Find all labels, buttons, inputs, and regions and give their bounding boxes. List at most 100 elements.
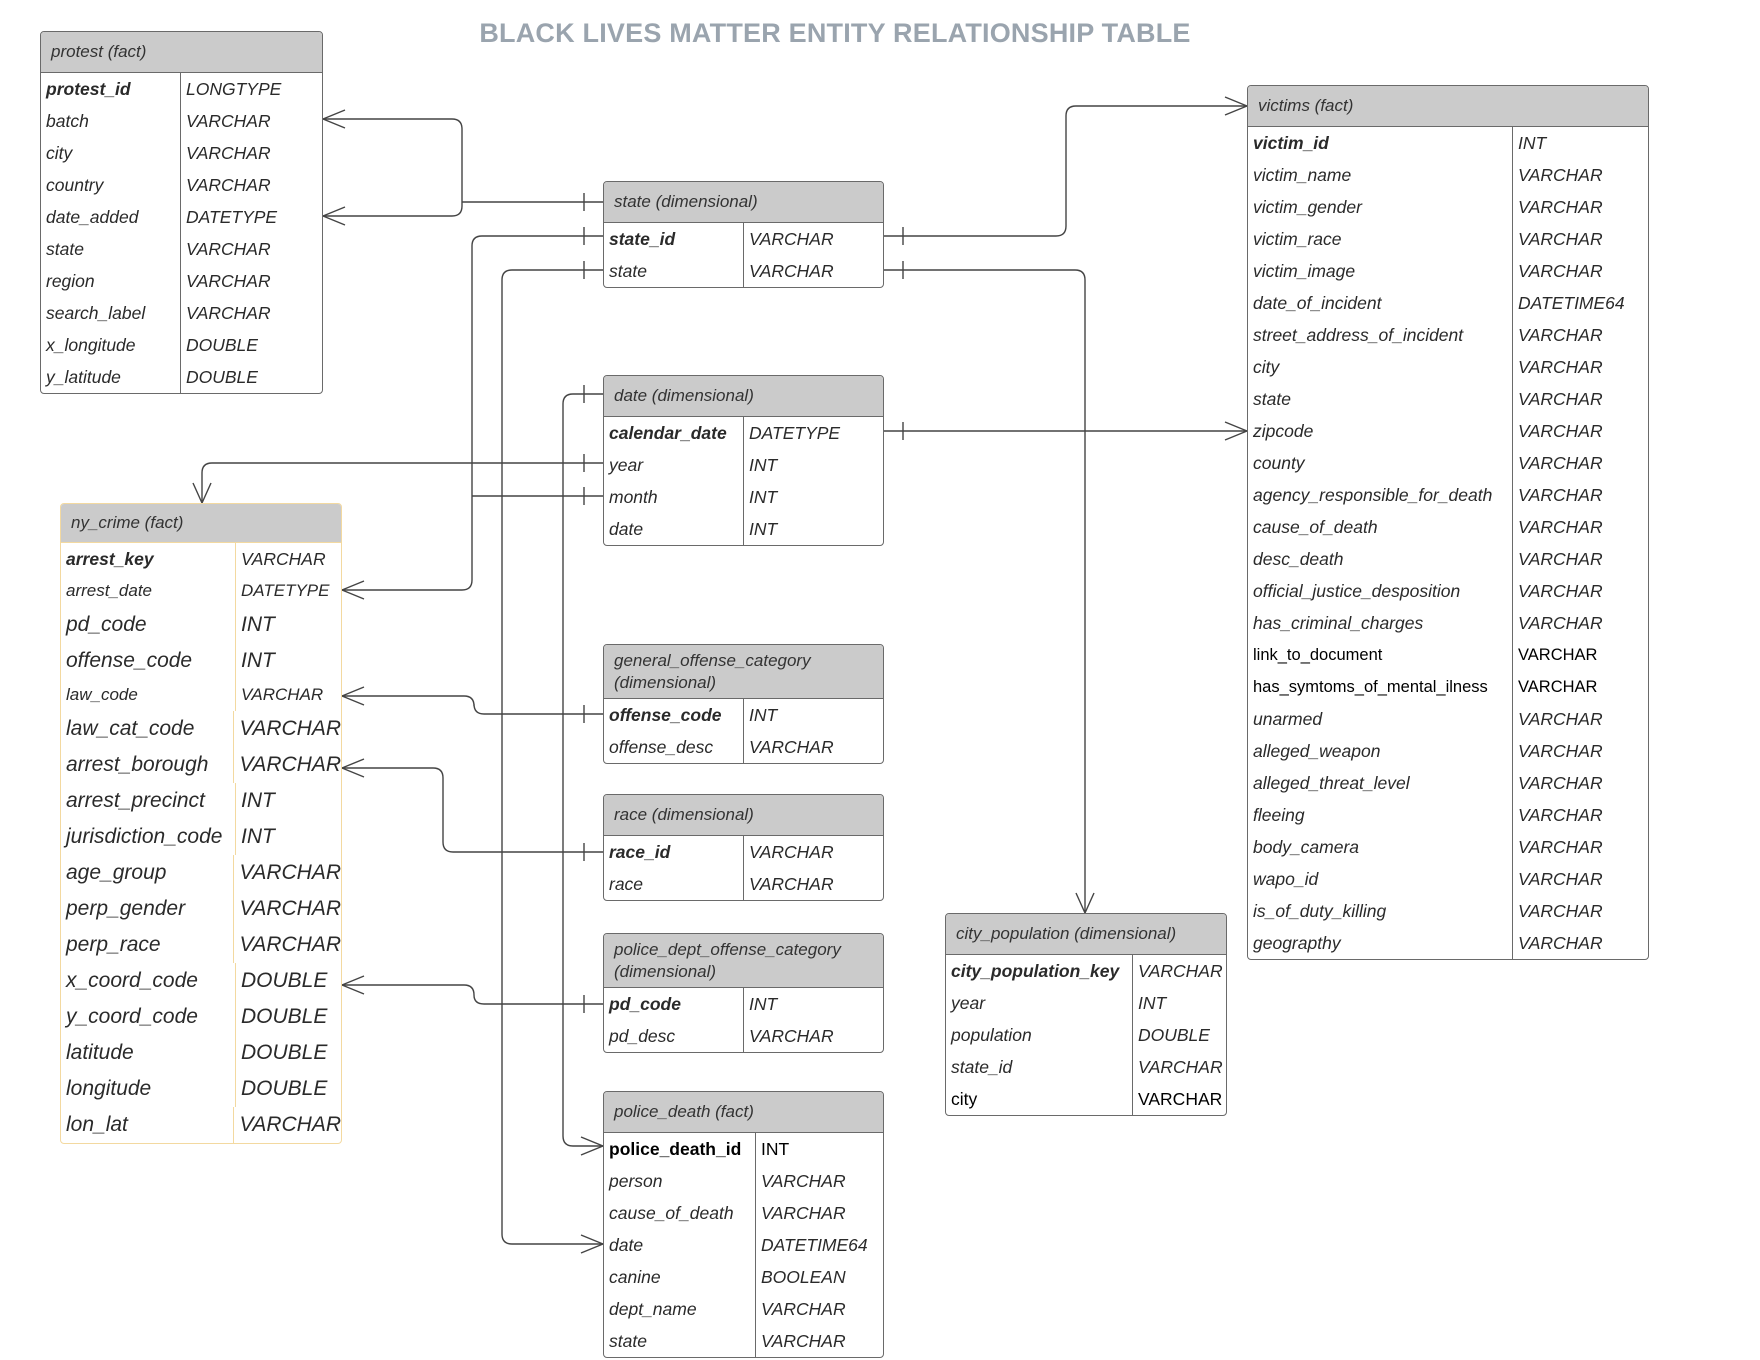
field-name: city bbox=[946, 1083, 1133, 1115]
field-type: VARCHAR bbox=[239, 753, 341, 776]
field-type: VARCHAR bbox=[1518, 677, 1598, 696]
field-name: longitude bbox=[61, 1071, 236, 1107]
field-type: INT bbox=[1138, 992, 1167, 1013]
field-type: INT bbox=[749, 486, 778, 507]
field-name: offense_code bbox=[604, 699, 744, 731]
field-type: VARCHAR bbox=[749, 873, 834, 894]
field-name: victim_image bbox=[1248, 255, 1513, 287]
field-name: pd_code bbox=[61, 607, 236, 643]
field-name: search_label bbox=[41, 297, 181, 329]
field-type: DOUBLE bbox=[186, 334, 258, 355]
field-type: VARCHAR bbox=[1518, 548, 1603, 569]
field-type: VARCHAR bbox=[1518, 324, 1603, 345]
field-name: state bbox=[604, 255, 744, 287]
field-name: population bbox=[946, 1019, 1133, 1051]
field-type: VARCHAR bbox=[186, 238, 271, 259]
field-name: state bbox=[1248, 383, 1513, 415]
table-header-line: police_dept_offense_category bbox=[614, 939, 841, 959]
crows-foot-marker bbox=[341, 975, 365, 995]
field-type: INT bbox=[749, 518, 778, 539]
field-type: VARCHAR bbox=[1518, 645, 1598, 664]
field-name: jurisdiction_code bbox=[61, 819, 236, 855]
field-name: perp_gender bbox=[61, 891, 235, 927]
table-header: ny_crime (fact) bbox=[61, 504, 341, 543]
field-name: latitude bbox=[61, 1035, 236, 1071]
field-type: INT bbox=[1518, 132, 1547, 153]
field-type: VARCHAR bbox=[1518, 836, 1603, 857]
field-type: VARCHAR bbox=[749, 260, 834, 281]
field-type: VARCHAR bbox=[1518, 452, 1603, 473]
field-type: VARCHAR bbox=[239, 1113, 341, 1136]
field-name: state_id bbox=[946, 1051, 1133, 1083]
field-type: VARCHAR bbox=[1518, 932, 1603, 953]
table-city-population: city_population (dimensional) city_popul… bbox=[945, 913, 1227, 1116]
field-name: x_longitude bbox=[41, 329, 181, 361]
table-header: police_death (fact) bbox=[604, 1092, 883, 1133]
field-name: region bbox=[41, 265, 181, 297]
field-name: zipcode bbox=[1248, 415, 1513, 447]
relationship-line bbox=[201, 462, 603, 503]
field-type: VARCHAR bbox=[1518, 164, 1603, 185]
field-name: county bbox=[1248, 447, 1513, 479]
field-type: VARCHAR bbox=[1518, 580, 1603, 601]
table-header: date (dimensional) bbox=[604, 376, 883, 417]
field-name: x_coord_code bbox=[61, 963, 236, 999]
field-name: age_group bbox=[61, 855, 235, 891]
field-type: VARCHAR bbox=[1518, 420, 1603, 441]
field-type: INT bbox=[761, 1138, 790, 1159]
field-type: VARCHAR bbox=[1518, 516, 1603, 537]
field-type: VARCHAR bbox=[1518, 868, 1603, 889]
field-type: VARCHAR bbox=[239, 933, 341, 956]
field-name: victim_gender bbox=[1248, 191, 1513, 223]
relationship-line bbox=[342, 235, 603, 591]
field-name: race bbox=[604, 868, 744, 900]
field-type: VARCHAR bbox=[761, 1170, 846, 1191]
field-type: DOUBLE bbox=[241, 1077, 328, 1100]
field-type: DATETYPE bbox=[749, 422, 841, 443]
crows-foot-marker bbox=[341, 758, 365, 778]
field-name: official_justice_desposition bbox=[1248, 575, 1513, 607]
relationship-line bbox=[342, 695, 603, 715]
field-type: VARCHAR bbox=[1518, 740, 1603, 761]
field-type: INT bbox=[749, 704, 778, 725]
field-name: state_id bbox=[604, 223, 744, 255]
field-type: VARCHAR bbox=[186, 142, 271, 163]
field-name: agency_responsible_for_death bbox=[1248, 479, 1513, 511]
crows-foot-marker bbox=[580, 1136, 604, 1156]
field-type: DATETYPE bbox=[186, 206, 278, 227]
field-type: VARCHAR bbox=[749, 1025, 834, 1046]
field-name: police_death_id bbox=[604, 1133, 756, 1165]
table-general-offense-category: general_offense_category (dimensional) o… bbox=[603, 644, 884, 764]
table-header: city_population (dimensional) bbox=[946, 914, 1226, 955]
field-name: city_population_key bbox=[946, 955, 1133, 987]
field-type: VARCHAR bbox=[1518, 708, 1603, 729]
field-name: lon_lat bbox=[61, 1107, 235, 1143]
